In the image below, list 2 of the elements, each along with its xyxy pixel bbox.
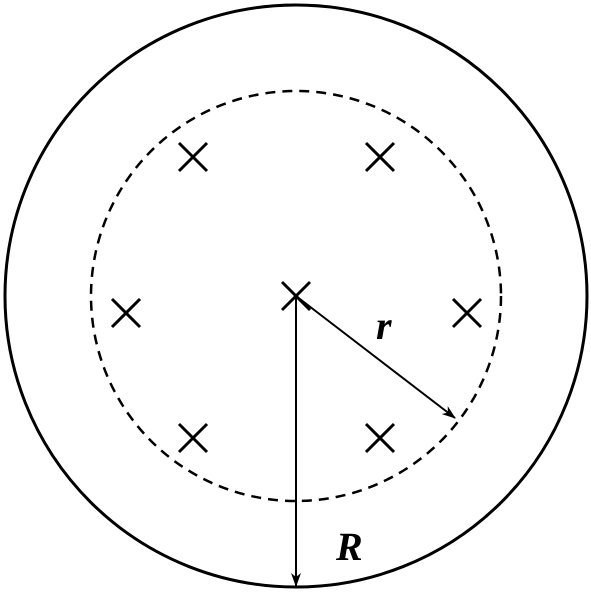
radius-label: R <box>336 527 363 567</box>
radius-label: r <box>376 306 392 346</box>
